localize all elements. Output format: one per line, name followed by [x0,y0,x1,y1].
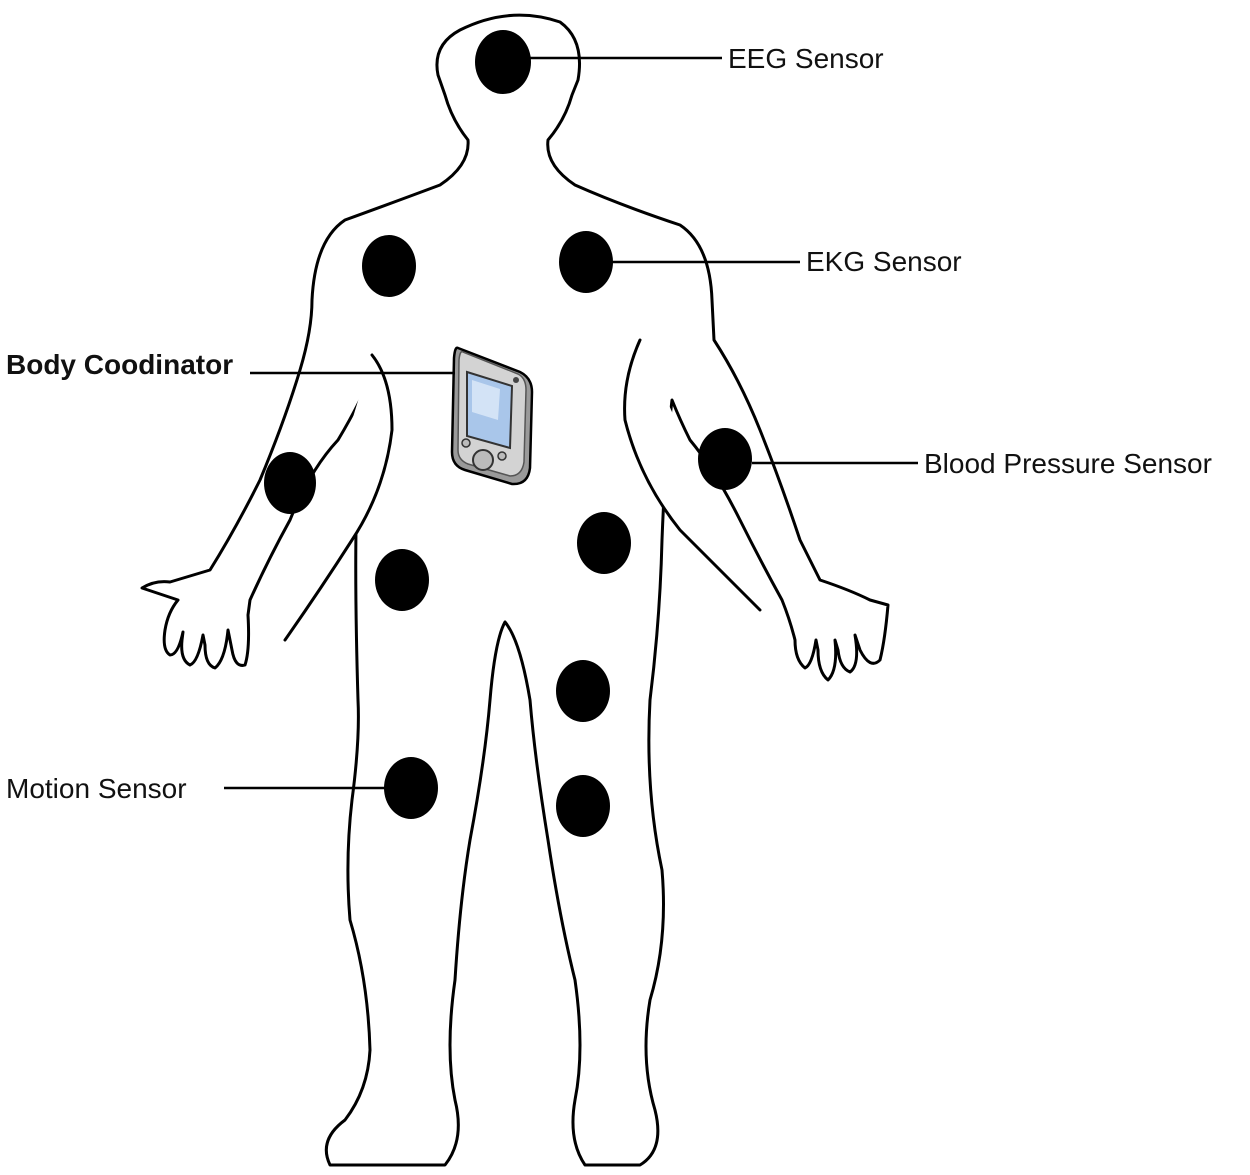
sensor-head-icon [475,30,531,94]
sensor-knee-right-icon [556,775,610,837]
sensor-thigh-right-icon [556,660,610,722]
sensor-right-arm-icon [698,428,752,490]
right-arm-inner-line [623,338,762,612]
motion-sensor-label: Motion Sensor [6,773,187,804]
sensor-hip-left-icon [375,549,429,611]
sensor-chest-right-icon [559,231,613,293]
human-body-outline [140,13,890,1167]
blood-pressure-sensor-label: Blood Pressure Sensor [924,448,1212,479]
sensor-hip-right-icon [577,512,631,574]
body-coordinator-label: Body Coodinator [6,349,233,380]
sensor-left-arm-icon [264,452,316,514]
pda-device-icon [450,346,534,486]
sensor-chest-left-icon [362,235,416,297]
left-arm-inner-line [283,353,394,642]
sensor-knee-left-icon [384,757,438,819]
eeg-sensor-label: EEG Sensor [728,43,884,74]
ekg-sensor-label: EKG Sensor [806,246,962,277]
